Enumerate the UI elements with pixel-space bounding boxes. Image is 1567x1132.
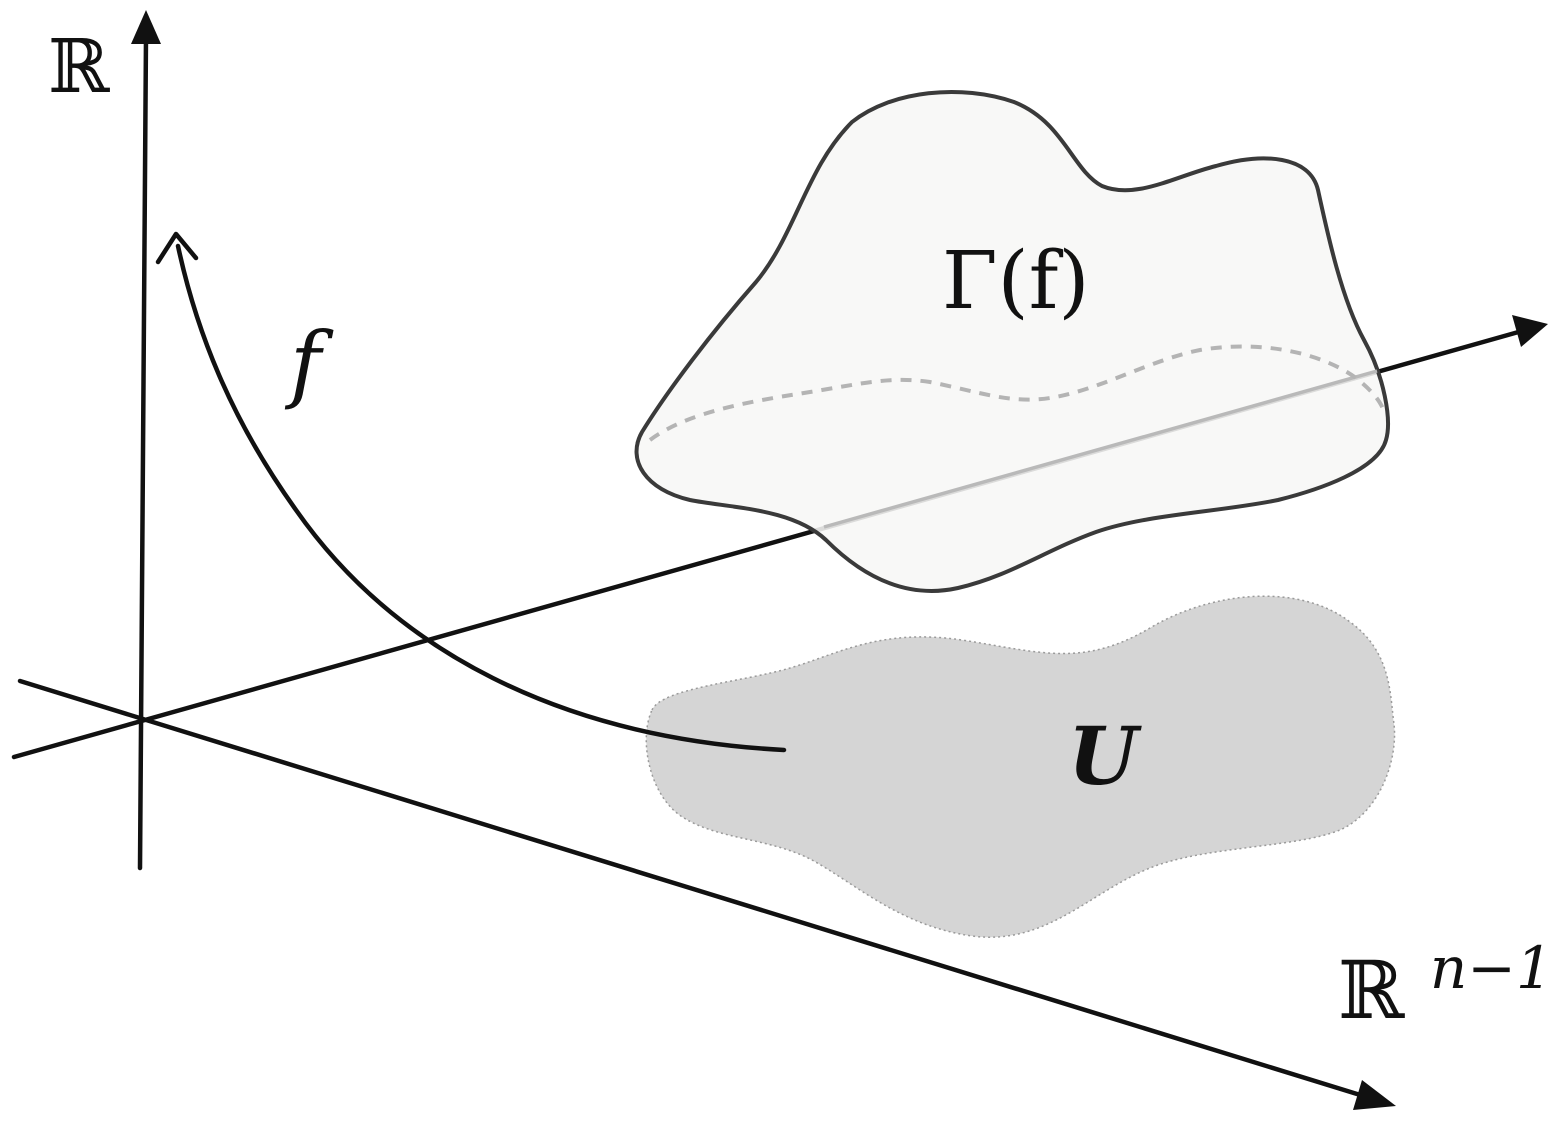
domain-label-u: U xyxy=(1068,709,1142,803)
graph-surface-gamma-f xyxy=(634,89,1390,593)
function-label-f: f xyxy=(284,314,334,412)
depth-axis-arrowhead xyxy=(1512,315,1548,347)
vertical-axis-arrowhead xyxy=(131,10,161,44)
horizontal-axis-label: ℝ n−1 xyxy=(1338,934,1553,1037)
horizontal-axis-label-base: ℝ xyxy=(1338,944,1406,1037)
horizontal-axis-line xyxy=(17,678,1373,1101)
graph-surface-hidden-edge xyxy=(648,344,1386,442)
function-curve-f xyxy=(175,243,787,753)
graph-label-gamma-f: Γ(f) xyxy=(942,234,1090,327)
function-curve-arrowhead xyxy=(155,231,199,265)
domain-region-u xyxy=(645,595,1396,938)
vertical-axis-label: ℝ xyxy=(48,24,110,110)
horizontal-axis-arrowhead xyxy=(1353,1080,1396,1110)
horizontal-axis-label-exponent: n−1 xyxy=(1430,934,1553,1002)
vertical-axis-line xyxy=(137,33,149,871)
depth-axis-through-surface xyxy=(823,369,1378,529)
